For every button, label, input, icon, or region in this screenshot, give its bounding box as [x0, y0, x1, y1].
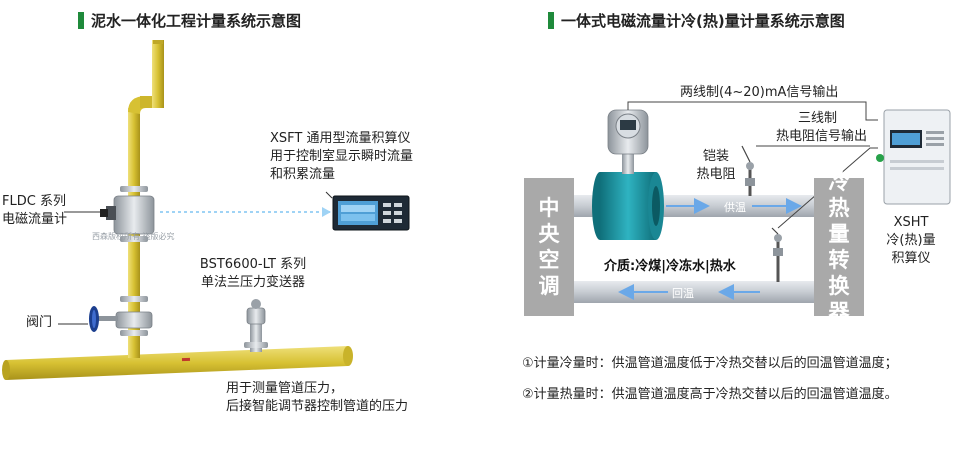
right-title: 一体式电磁流量计冷(热)量计量系统示意图: [548, 10, 845, 31]
pipe-flanges: [120, 186, 148, 336]
left-title-bar: [78, 12, 84, 29]
bst-label: BST6600-LT 系列 单法兰压力变送器: [178, 256, 328, 292]
bst-pressure-transmitter-icon: [244, 299, 268, 352]
fldc-label: FLDC 系列 电磁流量计: [2, 193, 67, 229]
integrated-flowmeter-icon: [592, 109, 664, 240]
xsht-label: XSHT 冷(热)量 积算仪: [866, 214, 956, 268]
medium-label: 介质:冷煤|冷冻水|热水: [604, 259, 736, 274]
left-title-text: 泥水一体化工程计量系统示意图: [91, 12, 302, 30]
exchanger-box-text: 冷热量转换器: [828, 170, 850, 324]
heating-note: ②计量热量时：供温管道温度高于冷热交替以后的回温管道温度。: [522, 387, 898, 402]
return-pipe: [570, 281, 818, 303]
valve-label: 阀门: [26, 315, 53, 330]
xsft-integrator-device-icon: [332, 195, 410, 231]
central-ac-box: 中央空调: [524, 178, 574, 316]
armored-rtd-label: 铠装 热电阻: [688, 148, 744, 184]
armored-rtd-lower-icon: [771, 227, 783, 282]
pressure-note-line-2: 后接智能调节器控制管道的压力: [226, 399, 409, 414]
xsft-label: XSFT 通用型流量积算仪 用于控制室显示瞬时流量 和积累流量: [270, 130, 413, 184]
right-title-bar: [548, 12, 554, 29]
cooling-note: ①计量冷量时：供温管道温度低于冷热交替以后的回温管道温度；: [522, 356, 898, 371]
supply-label: 供温: [724, 201, 746, 214]
armored-rtd-upper-icon: [741, 145, 755, 196]
watermark-text: 西森版权所有 盗版必究: [92, 232, 175, 241]
xsht-integrator-cabinet-icon: [876, 109, 951, 205]
signal-arrow-left: [322, 207, 331, 217]
pressure-note: 用于测量管道压力， 后接智能调节器控制管道的压力: [226, 380, 408, 416]
fldc-label-line-1: FLDC 系列: [2, 194, 66, 209]
xsht-label-line-3: 积算仪: [891, 251, 931, 266]
bst-label-line-1: BST6600-LT 系列: [199, 257, 307, 272]
valve-icon: [89, 306, 153, 332]
bst-label-line-2: 单法兰压力变送器: [200, 275, 305, 290]
fldc-flowmeter-icon: [100, 195, 155, 235]
three-wire-label-line-2: 热电阻信号输出: [776, 129, 868, 144]
fldc-label-line-2: 电磁流量计: [2, 212, 68, 227]
central-ac-box-text: 中央空调: [538, 196, 560, 298]
xsht-label-line-2: 冷(热)量: [886, 233, 936, 248]
leader-lines-left: [58, 191, 333, 325]
armored-rtd-label-line-2: 热电阻: [696, 167, 736, 182]
two-wire-output-label: 两线制(4~20)mA信号输出: [680, 85, 839, 100]
xsft-label-line-1: XSFT 通用型流量积算仪: [270, 131, 411, 146]
armored-rtd-label-line-1: 铠装: [702, 149, 729, 164]
xsft-label-line-3: 和积累流量: [270, 167, 336, 182]
return-label: 回温: [672, 287, 694, 300]
three-wire-label: 三线制 热电阻信号输出: [776, 110, 867, 146]
three-wire-label-line-1: 三线制: [798, 111, 838, 126]
right-title-text: 一体式电磁流量计冷(热)量计量系统示意图: [561, 12, 845, 30]
xsft-label-line-2: 用于控制室显示瞬时流量: [270, 149, 414, 164]
left-title: 泥水一体化工程计量系统示意图: [78, 10, 301, 31]
exchanger-box: 冷热量转换器: [814, 170, 864, 324]
main-pipe-left: [2, 346, 353, 380]
signal-lines-right: [627, 101, 878, 229]
xsht-label-line-1: XSHT: [893, 215, 929, 230]
pressure-note-line-1: 用于测量管道压力，: [226, 381, 344, 396]
